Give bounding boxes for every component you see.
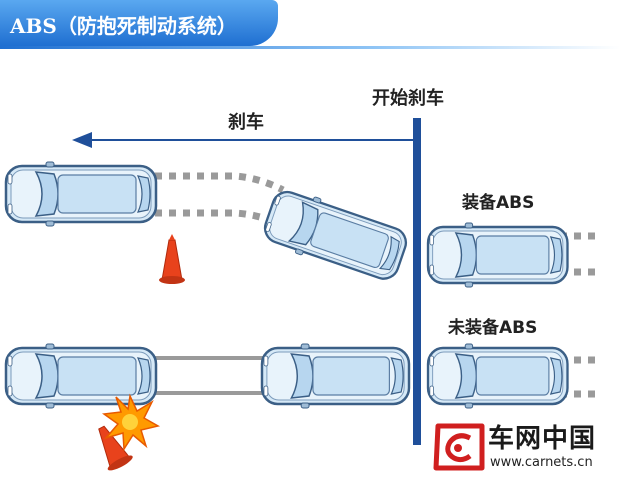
non-abs-car-skidding: [260, 342, 411, 410]
diagram-title: ABS（防抱死制动系统）: [10, 14, 237, 38]
carnets-logo-icon: [433, 423, 485, 471]
title-banner: ABS（防抱死制动系统）: [0, 0, 278, 46]
logo-url: www.carnets.cn: [490, 455, 593, 470]
non-abs-car-crashed: [4, 342, 158, 410]
braking-label: 刹车: [228, 111, 264, 133]
start-braking-label: 开始刹车: [372, 87, 444, 109]
non-abs-skid-lines: [150, 356, 268, 395]
non-abs-car-start: [426, 342, 569, 410]
logo-name: 车网中国: [488, 424, 597, 454]
crash-burst-icon: [101, 393, 161, 452]
traffic-cone-abs: [158, 233, 186, 285]
without-abs-label: 未装备ABS: [447, 317, 537, 338]
with-abs-label: 装备ABS: [461, 192, 534, 213]
abs-car-start: [426, 221, 569, 289]
braking-arrow: [72, 132, 415, 148]
abs-car-steering: [258, 183, 413, 288]
abs-car-stopped: [4, 160, 158, 228]
title-underline: [0, 46, 620, 49]
start-braking-line: [413, 118, 421, 445]
